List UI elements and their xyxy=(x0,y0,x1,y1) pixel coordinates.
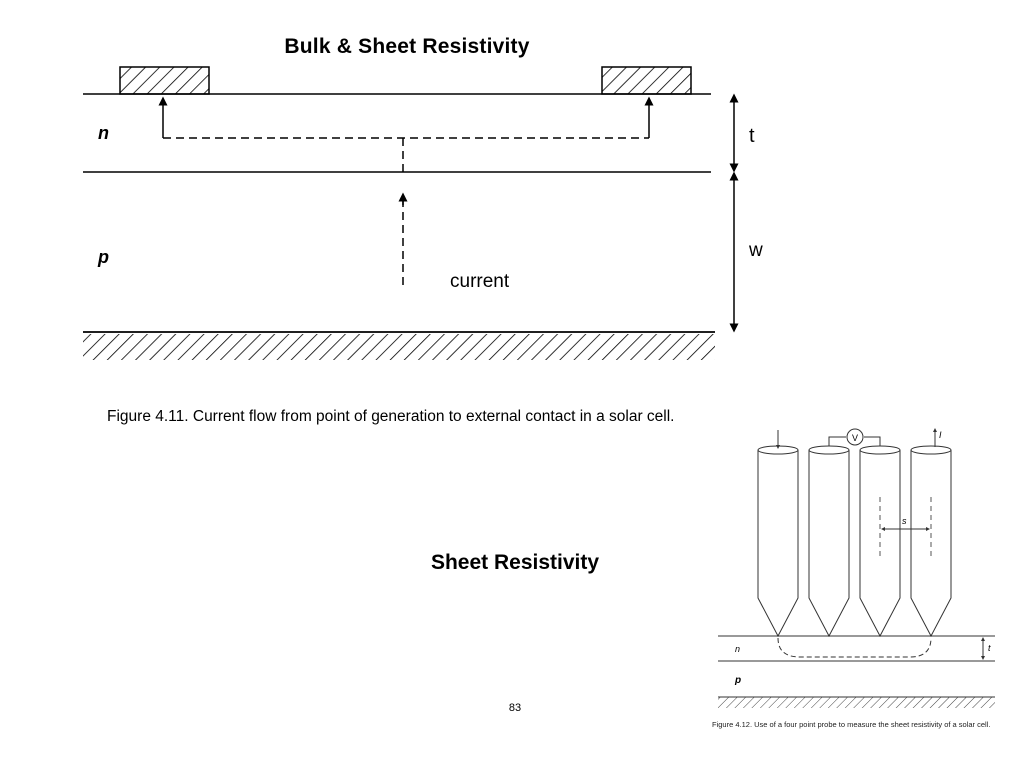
right-contact xyxy=(601,66,692,95)
t-label: t xyxy=(749,125,755,147)
fig2-current-path xyxy=(777,637,932,658)
figure-4-11-diagram: n p t w current xyxy=(83,66,763,360)
rear-contact-hatch xyxy=(83,334,715,360)
page-number: 83 xyxy=(508,702,522,714)
figure-4-11-caption: Figure 4.11. Current flow from point of … xyxy=(107,408,675,425)
left-contact xyxy=(119,66,210,95)
probe-2 xyxy=(808,445,850,638)
n-layer-label: n xyxy=(98,123,109,143)
fig2-p-label: p xyxy=(734,675,741,686)
w-label: w xyxy=(748,240,763,261)
sheet-resistivity-heading: Sheet Resistivity xyxy=(430,551,600,574)
p-layer-label: p xyxy=(97,247,109,267)
figure-4-12-diagram: I V s t n p xyxy=(718,428,995,708)
spacing-s-label: s xyxy=(902,516,907,526)
figure-4-12-caption: Figure 4.12. Use of a four point probe t… xyxy=(712,720,991,729)
voltmeter-wires xyxy=(828,436,881,446)
voltmeter-symbol xyxy=(846,428,864,446)
probe-1 xyxy=(757,445,799,638)
fig2-n-label: n xyxy=(735,644,740,654)
slide-title: Bulk & Sheet Resistivity xyxy=(284,35,530,58)
fig2-t-label: t xyxy=(988,643,991,653)
probe-3 xyxy=(859,445,901,638)
voltmeter-V-label: V xyxy=(852,433,858,443)
probe-4 xyxy=(910,445,952,638)
fig2-rear-hatch xyxy=(718,697,995,708)
current-label: current xyxy=(450,271,510,292)
current-I-label: I xyxy=(939,430,942,440)
